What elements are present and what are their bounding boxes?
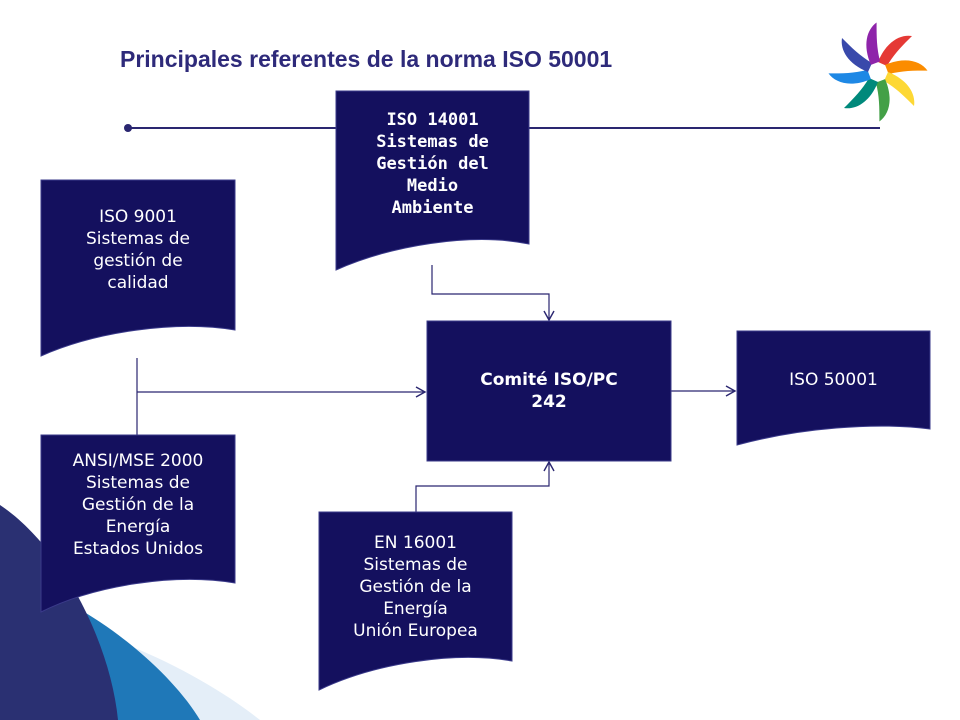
node-comite-label: Comité ISO/PC 242 — [480, 370, 618, 412]
slide-title: Principales referentes de la norma ISO 5… — [120, 46, 613, 72]
node-iso50001-shape — [736, 330, 931, 446]
node-ansi-label: ANSI/MSE 2000 Sistemas de Gestión de la … — [72, 451, 204, 559]
node-ansi-shape — [40, 434, 236, 613]
title-rule-dot — [124, 124, 132, 132]
node-iso14001-label: ISO 14001 Sistemas de Gestión del Medio … — [376, 110, 489, 218]
connector-en16001-comite — [415, 460, 555, 512]
node-iso50001-label: ISO 50001 — [789, 370, 878, 390]
node-iso9001-label: ISO 9001 Sistemas de gestión de calidad — [86, 207, 190, 293]
node-iso14001-shape — [335, 90, 530, 271]
pinwheel-logo-icon — [828, 22, 928, 122]
node-comite-shape — [426, 320, 672, 462]
node-en16001-shape — [318, 511, 513, 691]
node-iso9001-shape — [40, 179, 236, 357]
connector-iso14001-comite — [431, 265, 555, 322]
node-en16001-label: EN 16001 Sistemas de Gestión de la Energ… — [353, 533, 478, 641]
background-wave-dark — [0, 505, 118, 720]
